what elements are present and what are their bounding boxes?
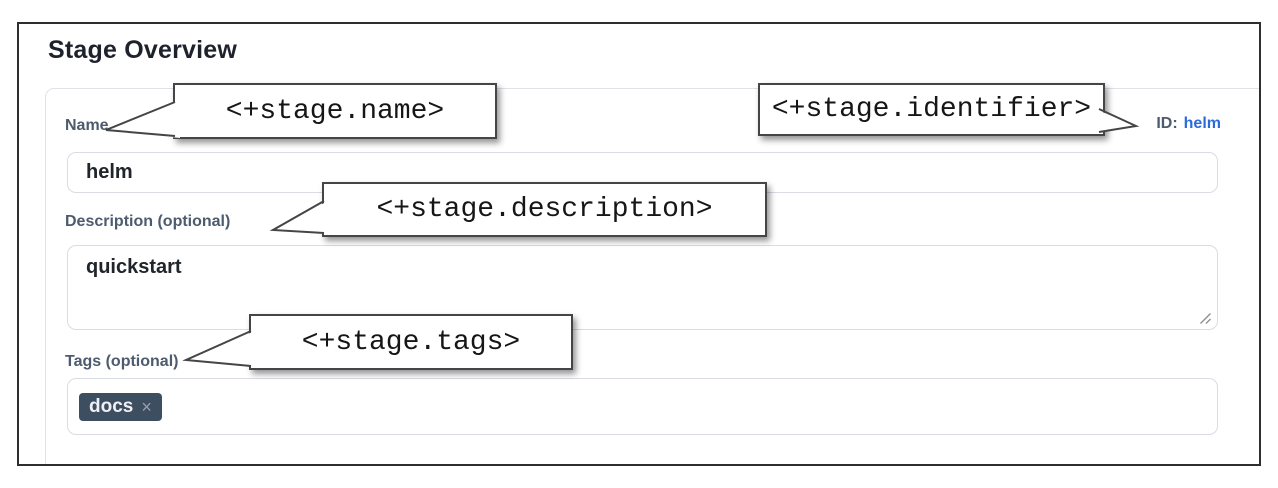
page-title: Stage Overview bbox=[48, 36, 238, 64]
name-label: Name bbox=[65, 117, 109, 134]
stage-id-line: ID: helm bbox=[1156, 115, 1221, 133]
callout-stage-tags-text: <+stage.tags> bbox=[301, 326, 521, 358]
callout-stage-name: <+stage.name> bbox=[173, 83, 497, 139]
description-label: Description (optional) bbox=[65, 213, 231, 230]
id-caption: ID: bbox=[1156, 115, 1178, 132]
callout-stage-description-text: <+stage.description> bbox=[376, 194, 713, 225]
tag-chip-label: docs bbox=[89, 396, 134, 417]
name-input-value: helm bbox=[86, 161, 133, 183]
tags-input[interactable]: docs × bbox=[67, 378, 1218, 435]
callout-stage-identifier: <+stage.identifier> bbox=[758, 83, 1105, 136]
tags-label: Tags (optional) bbox=[65, 353, 179, 370]
callout-stage-description: <+stage.description> bbox=[322, 182, 767, 237]
textarea-resize-handle-icon[interactable] bbox=[1198, 311, 1212, 325]
callout-stage-name-text: <+stage.name> bbox=[225, 95, 445, 127]
tag-chip-docs[interactable]: docs × bbox=[79, 393, 162, 421]
description-textarea-value: quickstart bbox=[86, 256, 182, 278]
description-textarea[interactable]: quickstart bbox=[67, 245, 1218, 330]
tag-remove-icon[interactable]: × bbox=[141, 397, 152, 417]
callout-stage-tags: <+stage.tags> bbox=[249, 314, 573, 370]
id-value-link[interactable]: helm bbox=[1183, 115, 1221, 132]
callout-stage-identifier-text: <+stage.identifier> bbox=[771, 94, 1092, 125]
screenshot-frame: Stage Overview Name ID: helm helm Descri… bbox=[17, 22, 1261, 466]
